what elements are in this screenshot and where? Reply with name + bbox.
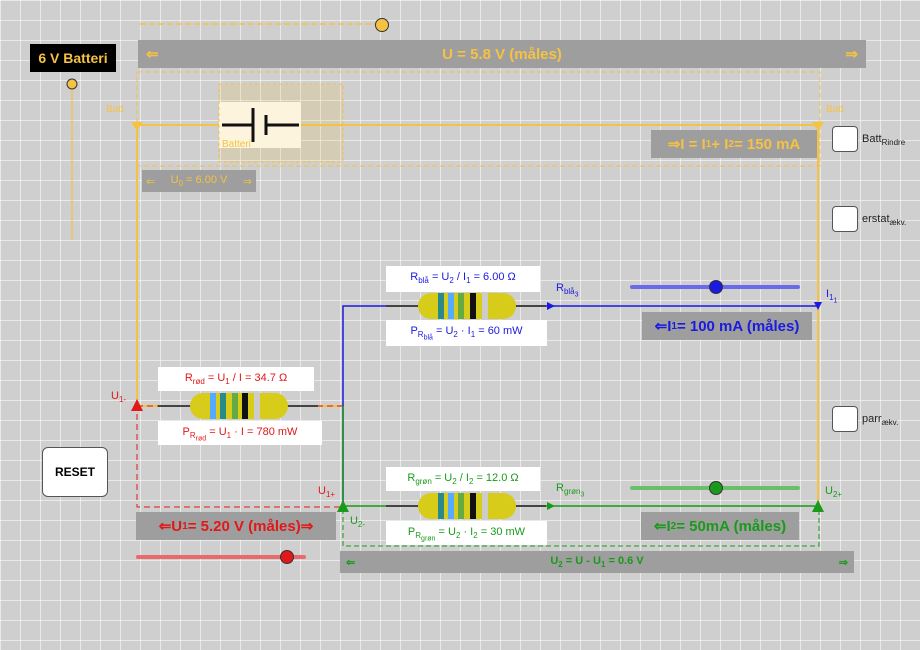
arrow-i1-node: [814, 302, 822, 310]
red-slider-knob[interactable]: [280, 550, 294, 564]
resistor-green: [386, 493, 546, 519]
green-resistance-caption: Rgrøn = U2 / I2 = 12.0 Ω: [386, 467, 540, 491]
arrow-u2-plus: [812, 500, 824, 512]
node-batt-right: Batt: [826, 104, 844, 115]
red-power-caption: PRrød = U1 · I = 780 mW: [158, 421, 322, 445]
arrow-right-icon: ⇒: [845, 46, 858, 63]
checkbox-erstat-label: erstatækv.: [862, 213, 907, 228]
arrow-left-icon: ⇐: [346, 556, 356, 569]
battery-component-label: Batteri: [222, 139, 251, 150]
voltage-u2-bar: ⇐ U2 = U - U1 = 0.6 V ⇒: [340, 551, 854, 573]
arrow-batt-right: [812, 122, 824, 131]
node-r-blue-3: Rblå3: [556, 282, 579, 299]
node-u2-plus: U2+: [825, 485, 843, 500]
blue-resistance-caption: Rblå = U2 / I1 = 6.00 Ω: [386, 266, 540, 292]
checkbox-erstat[interactable]: [832, 206, 858, 232]
voltage-u0-text: U0 = 6.00 V: [170, 173, 228, 189]
battery-highlight: [218, 83, 344, 163]
node-u1-minus: U1-: [111, 390, 127, 405]
node-i1: I11: [826, 288, 838, 305]
checkbox-parr[interactable]: [832, 406, 858, 432]
voltage-u0-bar: ⇐ U0 = 6.00 V ⇒: [142, 170, 256, 192]
arrow-left-icon: ⇐: [146, 175, 156, 188]
arrow-left-icon: ⇐: [146, 46, 159, 63]
arrow-blue-node: [547, 302, 555, 310]
battery-title: 6 V Batteri: [30, 44, 116, 72]
resistor-red: [158, 393, 318, 419]
node-u1-plus: U1+: [318, 485, 336, 500]
checkbox-parr-label: parrækv.: [862, 413, 899, 428]
green-slider-knob[interactable]: [709, 481, 723, 495]
blue-slider-knob[interactable]: [709, 280, 723, 294]
reset-button[interactable]: RESET: [42, 447, 108, 497]
u2-dashed-frame: [342, 505, 820, 547]
battery-dashed-frame: [136, 71, 821, 167]
battery-terminal-knob[interactable]: [66, 78, 78, 90]
arrow-u1-minus: [131, 399, 143, 411]
resistor-blue: [386, 293, 546, 319]
node-u2-minus: U2-: [350, 515, 366, 530]
green-power-caption: PRgrøn = U2 · I2 = 30 mW: [386, 521, 547, 545]
red-resistance-caption: Rrød = U1 / I = 34.7 Ω: [158, 367, 314, 391]
voltage-u-bar: ⇐ U = 5.8 V (måles) ⇒: [138, 40, 866, 68]
voltage-u-text: U = 5.8 V (måles): [442, 45, 562, 63]
blue-power-caption: PRblå = U2 · I1 = 60 mW: [386, 320, 547, 346]
arrow-u1-plus: [337, 500, 349, 512]
voltage-u2-text: U2 = U - U1 = 0.6 V: [550, 554, 644, 570]
checkbox-batt-rindre[interactable]: [832, 126, 858, 152]
arrow-right-icon: ⇒: [838, 556, 848, 569]
arrow-green-node: [547, 502, 555, 510]
node-batt-left: Batt: [106, 104, 124, 115]
arrow-batt-left: [131, 122, 143, 131]
top-slider-knob[interactable]: [375, 18, 389, 32]
arrow-right-icon: ⇒: [242, 175, 252, 188]
node-r-green-3: Rgrøn3: [556, 482, 585, 499]
red-slider-track[interactable]: [136, 555, 306, 559]
checkbox-batt-rindre-label: BattRindre: [862, 133, 906, 148]
